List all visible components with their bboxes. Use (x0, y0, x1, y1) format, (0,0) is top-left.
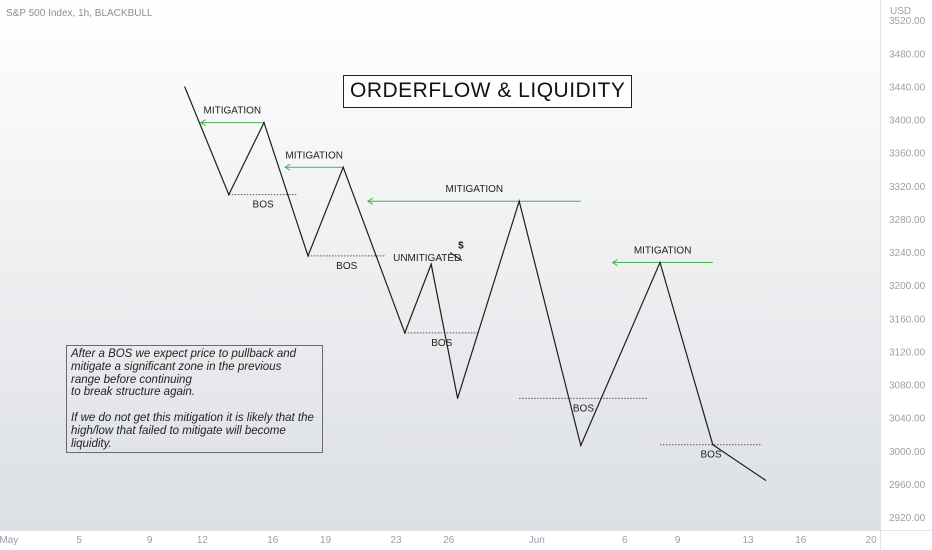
y-tick-label: 2960.00 (889, 480, 926, 491)
mitigation-arrowhead (284, 163, 291, 171)
y-tick-label: 3240.00 (889, 248, 926, 259)
bos-label: BOS (431, 338, 452, 349)
x-tick-label: May (0, 535, 18, 546)
annotation-layer: MITIGATION MITIGATION MITIGATION MITIGATION… (199, 106, 763, 461)
price-point (518, 200, 520, 202)
unmitigated-label: UNMITIGATED (393, 253, 461, 264)
bos-label: BOS (573, 403, 594, 414)
x-tick-label: 9 (147, 535, 153, 546)
y-tick-label: 3520.00 (889, 16, 926, 27)
price-point (580, 444, 582, 447)
time-axis-background (0, 530, 932, 550)
mitigation-arrowhead (366, 197, 374, 205)
price-series-layer (184, 86, 767, 481)
x-tick-label: 20 (866, 535, 878, 546)
mitigation-label: MITIGATION (634, 246, 692, 257)
x-tick-label: 16 (267, 535, 279, 546)
y-tick-label: 3480.00 (889, 49, 926, 60)
bos-label: BOS (336, 261, 357, 272)
y-tick-label: 3280.00 (889, 215, 926, 226)
y-tick-label: 3160.00 (889, 314, 926, 325)
x-tick-label: 9 (675, 535, 681, 546)
chart-title: ORDERFLOW & LIQUIDITY (343, 75, 633, 108)
x-tick-label: 19 (320, 535, 332, 546)
price-point (307, 255, 309, 257)
y-tick-label: 3120.00 (889, 347, 926, 358)
price-point (404, 332, 406, 334)
note-line: If we do not get this mitigation it is l… (71, 411, 314, 424)
x-tick-label: 5 (76, 535, 82, 546)
note-line: range before continuing (71, 373, 192, 386)
y-tick-label: 3080.00 (889, 381, 926, 392)
x-tick-label: 13 (742, 535, 754, 546)
note-line: liquidity. (71, 437, 112, 450)
price-point (457, 397, 459, 399)
price-point (712, 444, 714, 446)
bos-label: BOS (253, 200, 274, 211)
liquidity-dollar-label: $ (458, 241, 464, 252)
y-tick-label: 3040.00 (889, 414, 926, 425)
mitigation-arrowhead (199, 119, 206, 126)
liquidity-marker (449, 252, 463, 262)
price-axis-background (880, 0, 932, 550)
price-point (342, 166, 344, 168)
price-point (228, 194, 230, 196)
note-line: to break structure again. (71, 386, 196, 399)
x-tick-label: 16 (795, 535, 807, 546)
price-point (430, 263, 432, 265)
price-point (263, 121, 265, 124)
price-point (659, 261, 661, 264)
note-line: After a BOS we expect price to pullback … (71, 348, 297, 360)
x-tick-label: 12 (197, 535, 209, 546)
symbol-header[interactable]: S&P 500 Index, 1h, BLACKBULL (6, 8, 153, 19)
price-point (765, 479, 767, 481)
note-line: high/low that failed to mitigate will be… (71, 424, 286, 437)
x-axis-ticks: May 5 9 12 16 19 23 26 Jun 6 9 13 16 20 (0, 535, 877, 546)
mitigation-label: MITIGATION (446, 184, 504, 195)
x-tick-label: 23 (390, 535, 402, 546)
y-tick-label: 2920.00 (889, 513, 926, 524)
bos-label: BOS (700, 450, 721, 461)
y-tick-label: 3200.00 (889, 281, 926, 292)
explanation-note: After a BOS we expect price to pullback … (66, 345, 323, 453)
y-tick-label: 3400.00 (889, 116, 926, 127)
y-tick-label: 3440.00 (889, 82, 926, 93)
x-tick-label: 6 (622, 535, 628, 546)
mitigation-label: MITIGATION (204, 106, 262, 117)
x-tick-label: 26 (443, 535, 455, 546)
note-line: mitigate a significant zone in the previ… (71, 360, 282, 373)
y-tick-label: 3320.00 (889, 182, 926, 193)
mitigation-label: MITIGATION (285, 150, 343, 161)
price-point (184, 86, 186, 88)
y-tick-label: 3360.00 (889, 149, 926, 160)
y-tick-label: 3000.00 (889, 447, 926, 458)
mitigation-arrowhead (611, 259, 618, 266)
y-axis-ticks: 3520.00 3480.00 3440.00 3400.00 3360.00 3320.… (889, 16, 926, 524)
currency-label[interactable]: USD (890, 6, 912, 17)
x-tick-label: Jun (529, 535, 545, 546)
